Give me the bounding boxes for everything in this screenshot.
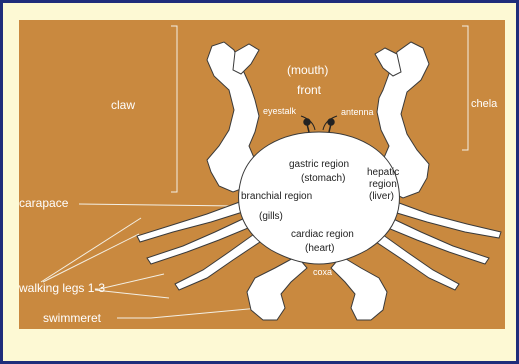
branchial-region-label: branchial region xyxy=(241,190,312,203)
heart-label: (heart) xyxy=(305,242,334,255)
crab-anatomy-panel: (mouth) front claw chela eyestalk antenn… xyxy=(19,20,505,329)
antenna-label: antenna xyxy=(341,107,374,117)
walking-legs-label: walking legs 1-3 xyxy=(19,281,105,295)
front-label: front xyxy=(297,83,321,97)
gastric-region-label: gastric region xyxy=(289,158,349,171)
gills-label: (gills) xyxy=(259,210,283,223)
carapace-label: carapace xyxy=(19,196,68,210)
stomach-label: (stomach) xyxy=(301,172,345,185)
claw-label: claw xyxy=(111,98,135,112)
coxa-label: coxa xyxy=(313,267,332,277)
chela-label: chela xyxy=(471,98,497,110)
mouth-label: (mouth) xyxy=(287,63,328,77)
cardiac-region-label: cardiac region xyxy=(291,228,354,241)
liver-label: (liver) xyxy=(369,190,394,203)
eyestalk-label: eyestalk xyxy=(263,106,296,116)
swimmeret-label: swimmeret xyxy=(43,311,101,325)
